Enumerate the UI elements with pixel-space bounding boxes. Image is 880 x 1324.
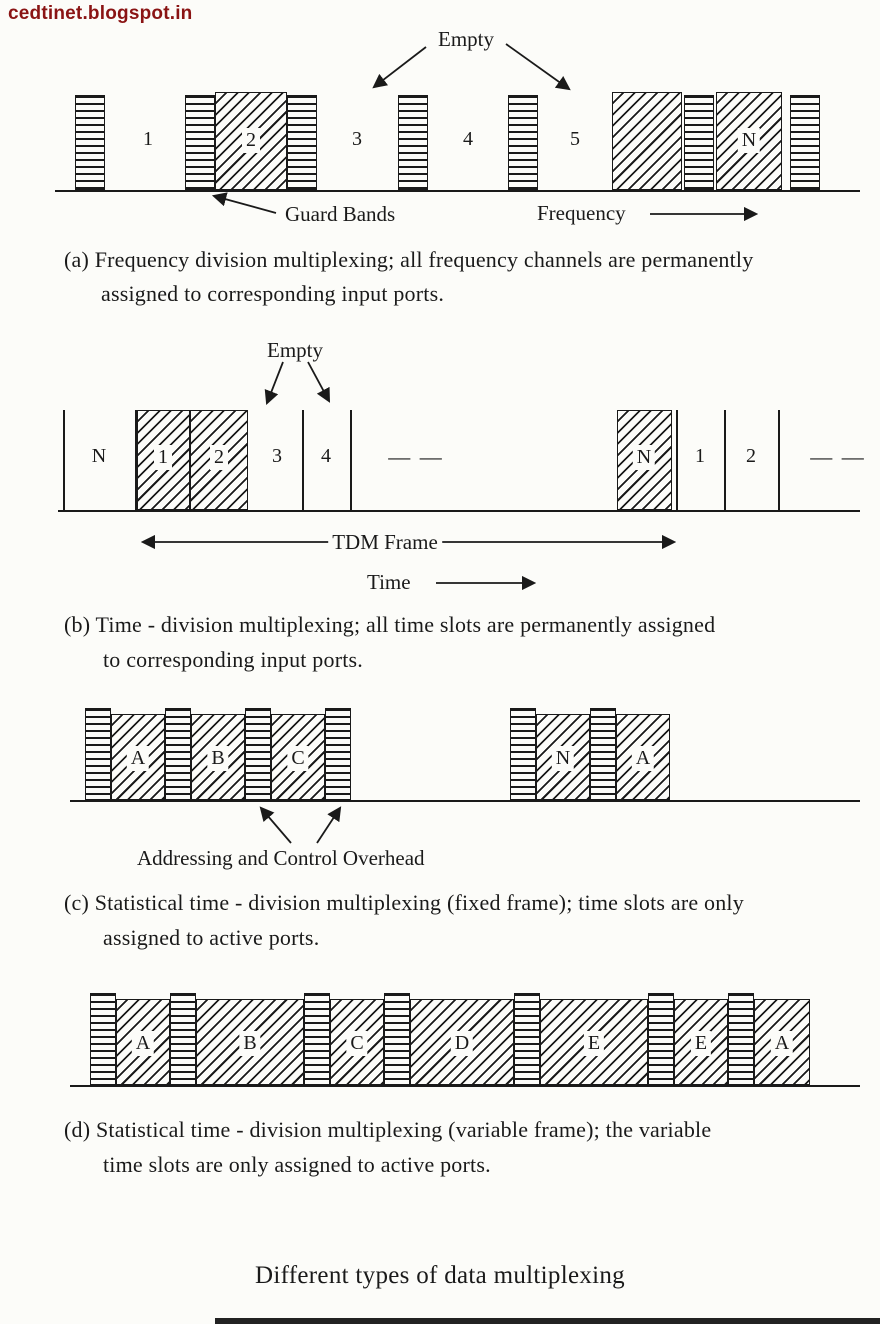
scan-edge-artifact — [215, 1318, 880, 1324]
fdm-channel-label: 5 — [570, 128, 580, 150]
tdm-slot-label: 1 — [154, 445, 172, 470]
caption-b-line2: to corresponding input ports. — [103, 647, 363, 672]
stdmf-slot-label: C — [287, 746, 309, 771]
tdm-slot-label: 4 — [321, 445, 331, 467]
fdm-channel-label: N — [737, 128, 761, 153]
guard-band-bar — [287, 95, 317, 190]
slot-tick — [350, 410, 352, 510]
caption-d-line2: time slots are only assigned to active p… — [103, 1152, 491, 1177]
slot-tick — [724, 410, 726, 510]
time-axis-baseline — [58, 510, 860, 512]
tdm-frame-label: TDM Frame — [328, 529, 442, 556]
stdmf-slot-label: A — [126, 746, 150, 771]
tdm-empty-label: Empty — [267, 338, 323, 362]
stdmf-slot-label: N — [551, 746, 575, 771]
time-axis-label: Time — [367, 570, 411, 594]
guard-band-bar — [398, 95, 428, 190]
slot-tick — [778, 410, 780, 510]
tdm-empty-arrow-left — [264, 361, 284, 406]
overhead-bar — [510, 708, 536, 800]
overhead-bar — [165, 708, 191, 800]
caption-c-line2: assigned to active ports. — [103, 925, 320, 950]
fdm-channel-label: 1 — [143, 128, 153, 150]
watermark-text: cedtinet.blogspot.in — [8, 3, 193, 24]
stdmf-slot-label: A — [631, 746, 655, 771]
fdm-channel-block — [612, 92, 682, 190]
caption-c-line1: (c) Statistical time - division multiple… — [64, 890, 744, 915]
overhead-bar — [384, 993, 410, 1085]
slot-tick — [676, 410, 678, 510]
guard-band-bar — [790, 95, 820, 190]
overhead-arrow-left — [259, 806, 292, 844]
stdmv-slot-label: A — [770, 1031, 794, 1056]
figure-title: Different types of data multiplexing — [255, 1262, 625, 1289]
overhead-bar — [514, 993, 540, 1085]
guard-bands-label: Guard Bands — [285, 202, 396, 226]
fdm-empty-arrow-right — [505, 43, 571, 91]
stdmv-slot-label: B — [239, 1031, 261, 1056]
tdm-slot-label: 3 — [272, 445, 282, 467]
slot-tick — [302, 410, 304, 510]
overhead-bar — [304, 993, 330, 1085]
stdmv-slot-block-a — [116, 999, 170, 1085]
stdmv-slot-label: E — [583, 1031, 605, 1056]
tdm-ellipsis-dashes: — — — [810, 444, 866, 469]
tdm-empty-arrow-right — [307, 361, 331, 403]
tdm-slot-label: 2 — [746, 445, 756, 467]
fdm-channel-label: 3 — [352, 128, 362, 150]
stdmf-slot-label: B — [207, 746, 229, 771]
overhead-arrow-right — [316, 806, 342, 844]
caption-a-line2: assigned to corresponding input ports. — [101, 281, 445, 306]
overhead-bar — [85, 708, 111, 800]
guard-bands-arrow — [211, 192, 277, 214]
frequency-axis-label: Frequency — [537, 201, 626, 225]
overhead-bar — [245, 708, 271, 800]
overhead-bar — [325, 708, 351, 800]
stdmv-slot-label: A — [131, 1031, 155, 1056]
tdm-ellipsis-dashes: — — — [388, 444, 444, 469]
stdmv-baseline — [70, 1085, 860, 1087]
stdmv-slot-label: C — [346, 1031, 368, 1056]
stdmv-slot-label: E — [690, 1031, 712, 1056]
guard-band-bar — [508, 95, 538, 190]
tdm-slot-label: 2 — [210, 445, 228, 470]
tdm-slot-label: N — [91, 445, 107, 467]
overhead-bar — [90, 993, 116, 1085]
fdm-channel-label: 4 — [463, 128, 473, 150]
fdm-channel-label: 2 — [242, 128, 260, 153]
slot-tick — [63, 410, 65, 510]
guard-band-bar — [684, 95, 714, 190]
slot-tick — [135, 410, 137, 510]
overhead-bar — [648, 993, 674, 1085]
stdmf-baseline — [70, 800, 860, 802]
overhead-bar — [590, 708, 616, 800]
caption-b-line1: (b) Time - division multiplexing; all ti… — [64, 612, 716, 637]
guard-band-bar — [185, 95, 215, 190]
overhead-bar — [170, 993, 196, 1085]
fdm-empty-label: Empty — [438, 27, 494, 51]
caption-d-line1: (d) Statistical time - division multiple… — [64, 1117, 712, 1142]
tdm-slot-label: N — [632, 445, 656, 470]
stdmv-slot-label: D — [450, 1031, 474, 1056]
frequency-axis-baseline — [55, 190, 860, 192]
tdm-slot-label: 1 — [695, 445, 705, 467]
caption-a-line1: (a) Frequency division multiplexing; all… — [64, 247, 754, 272]
guard-band-bar — [75, 95, 105, 190]
overhead-bar — [728, 993, 754, 1085]
fdm-empty-arrow-left — [372, 46, 427, 89]
overhead-label: Addressing and Control Overhead — [137, 846, 425, 870]
